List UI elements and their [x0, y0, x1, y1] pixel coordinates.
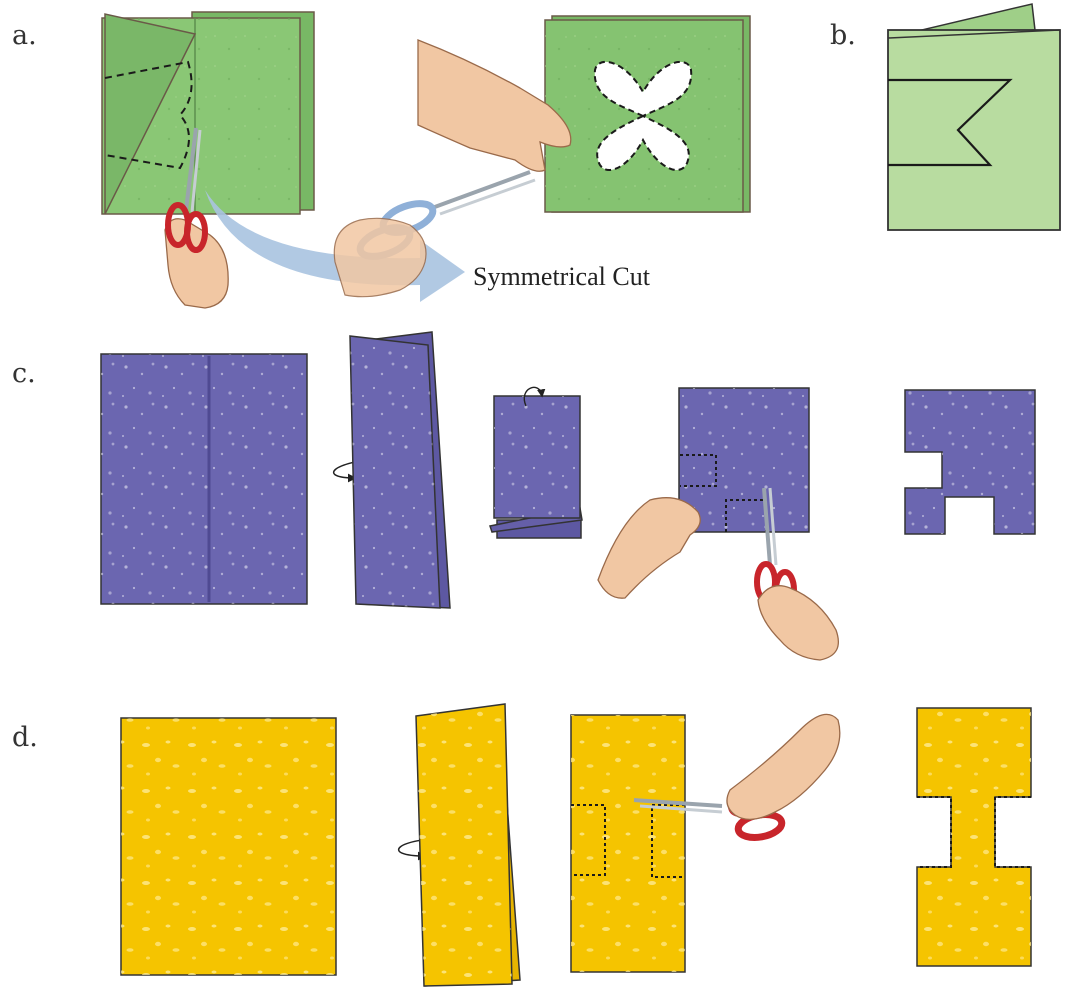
hand-icon — [164, 218, 229, 309]
purple-square-dotted — [678, 387, 810, 533]
purple-cut-result — [904, 389, 1036, 535]
folded-green-card — [101, 11, 315, 215]
hand-icon — [333, 217, 427, 298]
caption-symmetrical-cut: Symmetrical Cut — [473, 262, 651, 291]
hand-icon — [417, 39, 572, 172]
yellow-folded-half — [415, 703, 521, 987]
purple-folded-half — [349, 331, 451, 609]
hand-icon — [726, 713, 841, 820]
label-c: c. — [12, 358, 36, 389]
label-d: d. — [12, 722, 38, 753]
purple-folded-quarter — [489, 386, 583, 539]
folded-green-card-flag-cut — [887, 3, 1061, 231]
yellow-folded-dotted — [570, 714, 686, 973]
label-b: b. — [830, 20, 856, 51]
hand-icon — [597, 497, 701, 599]
label-a: a. — [12, 20, 37, 51]
unfolded-green-card — [544, 15, 751, 213]
hand-icon — [757, 585, 840, 661]
scissors-icon — [165, 127, 208, 253]
yellow-cut-result — [916, 707, 1032, 967]
yellow-sheet — [120, 717, 337, 976]
purple-sheet — [100, 353, 308, 605]
